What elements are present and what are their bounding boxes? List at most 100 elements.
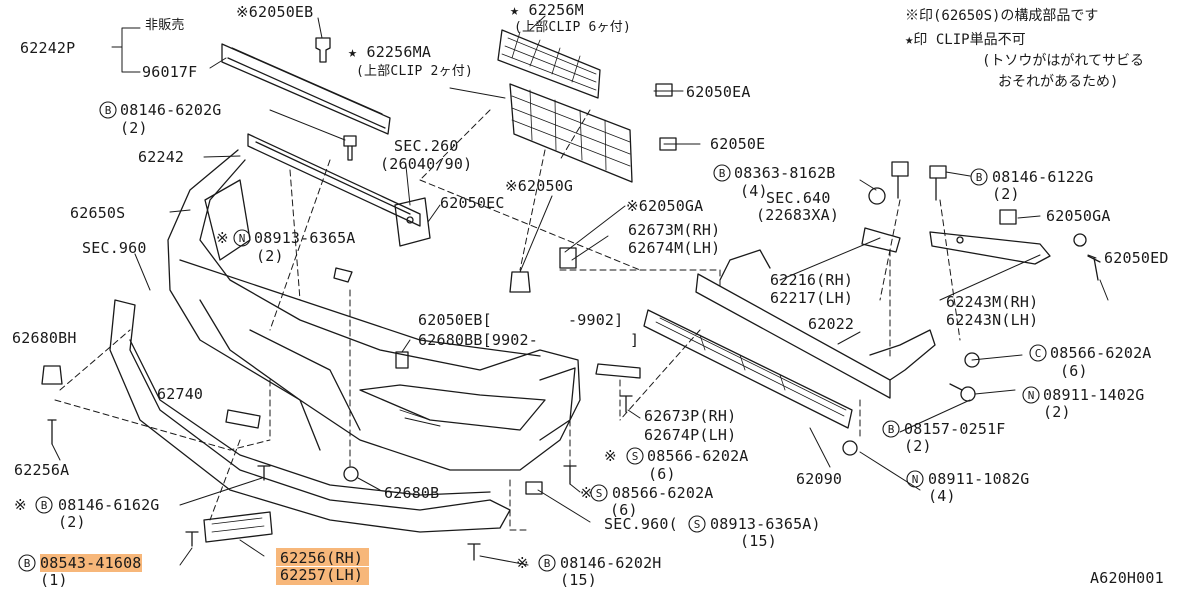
clip-part xyxy=(525,481,543,495)
grille-mesh-lower xyxy=(509,83,633,183)
screw-part xyxy=(1087,255,1101,281)
clip-part xyxy=(559,247,577,269)
label-08566-6202A-a-prefix: ※ xyxy=(604,447,617,465)
label-08146-6202H: 08146-6202H xyxy=(560,554,662,572)
label-62050EA: 62050EA xyxy=(686,83,751,101)
bolt-part xyxy=(929,165,947,201)
label-sec960-bottom: SEC.960( xyxy=(604,515,678,533)
clip-part xyxy=(509,271,531,293)
label-62256A: 62256A xyxy=(14,461,70,479)
svg-text:B: B xyxy=(544,557,551,570)
svg-text:B: B xyxy=(888,423,895,436)
label-08146-6122G: 08146-6122G xyxy=(992,168,1094,186)
svg-text:B: B xyxy=(976,171,983,184)
svg-text:N: N xyxy=(239,232,246,245)
bolt-part xyxy=(619,395,633,413)
label-62217: 62217(LH) xyxy=(770,289,854,307)
label-62674M: 62674M(LH) xyxy=(628,239,721,257)
label-62050GA-mid: ※62050GA xyxy=(626,197,704,215)
label-08911-1082G: 08911-1082G xyxy=(928,470,1030,488)
label-08146-6162G-qty: (2) xyxy=(58,513,86,531)
label-08911-1402G: 08911-1402G xyxy=(1043,386,1145,404)
label-62256-RH: 62256(RH) xyxy=(276,548,370,566)
assembly-dashed-lines xyxy=(54,109,961,531)
label-62022: 62022 xyxy=(808,315,855,333)
label-62256MA-note: (上部CLIP 2ヶ付) xyxy=(356,64,474,79)
label-sec960-left: SEC.960 xyxy=(82,239,147,257)
label-08157-0251F: 08157-0251F xyxy=(904,420,1006,438)
label-08543-41608-qty: (1) xyxy=(40,571,68,589)
bracket-part xyxy=(595,363,641,379)
svg-text:B: B xyxy=(719,167,726,180)
label-62050EB-mid: 62050EB[ xyxy=(418,311,492,329)
upper-member-part xyxy=(247,133,431,247)
label-08913-6365A-prefix: ※ xyxy=(216,229,229,247)
label-08146-6202G-qty: (2) xyxy=(120,119,148,137)
bolt-part xyxy=(343,135,357,161)
label-62216: 62216(RH) xyxy=(770,271,854,289)
nut-part xyxy=(964,352,980,368)
stay-bracket-part xyxy=(861,227,901,253)
svg-text:C: C xyxy=(1035,347,1042,360)
label-62242P: 62242P xyxy=(20,39,76,57)
label-sec260: SEC.260 xyxy=(394,137,459,155)
svg-text:S: S xyxy=(596,487,603,500)
bolt-part xyxy=(891,161,909,199)
svg-text:B: B xyxy=(24,557,31,570)
label-62256MA: ★ 62256MA xyxy=(348,43,432,61)
label-62243N: 62243N(LH) xyxy=(946,311,1039,329)
label-9902-range-a: -9902] xyxy=(568,311,624,329)
label-62257-LH: 62257(LH) xyxy=(276,567,370,585)
label-08913-6365A: 08913-6365A xyxy=(254,229,356,247)
circled-markers xyxy=(18,101,1047,572)
label-08566-6202A-a-qty: (6) xyxy=(648,465,676,483)
bolt-part xyxy=(949,383,976,402)
label-62256M: ★ 62256M xyxy=(510,1,584,19)
label-08566-6202A-b-qty: (6) xyxy=(610,501,638,519)
note-line-3: (トソウがはがれてサビる xyxy=(982,53,1145,69)
svg-text:N: N xyxy=(1028,389,1035,402)
clip-part xyxy=(315,37,331,63)
label-62243M: 62243M(RH) xyxy=(946,293,1039,311)
label-08363-8162B-qty: (4) xyxy=(740,182,768,200)
upper-reinforcement-part xyxy=(221,43,391,135)
nut-part xyxy=(842,440,858,456)
screw-part xyxy=(185,531,199,547)
label-62740: 62740 xyxy=(157,385,204,403)
label-62650S: 62650S xyxy=(70,204,126,222)
label-08911-1082G-qty: (4) xyxy=(928,487,956,505)
bolt-part xyxy=(467,543,481,561)
nut-part xyxy=(868,187,886,205)
label-62050ED: 62050ED xyxy=(1104,249,1169,267)
clip-part xyxy=(1073,233,1087,247)
label-62050EB-top: ※62050EB xyxy=(236,3,314,21)
side-bracket-part xyxy=(929,231,1051,265)
label-08157-0251F-qty: (2) xyxy=(904,437,932,455)
label-08911-1402G-qty: (2) xyxy=(1043,403,1071,421)
clip-part xyxy=(999,209,1017,225)
label-62673P: 62673P(RH) xyxy=(644,407,737,425)
svg-text:N: N xyxy=(912,473,919,486)
label-08543-41608: 08543-41608 xyxy=(40,554,142,572)
clip-part xyxy=(333,267,353,283)
energy-absorber-part xyxy=(643,309,853,429)
label-62050GA-right: 62050GA xyxy=(1046,207,1111,225)
label-08146-6162G: 08146-6162G xyxy=(58,496,160,514)
label-62256M-note: (上部CLIP 6ヶ付) xyxy=(514,20,632,35)
label-62680BH: 62680BH xyxy=(12,329,77,347)
grille-mesh-upper xyxy=(497,29,601,99)
bolt-part xyxy=(257,465,271,481)
nut-part xyxy=(343,466,359,482)
label-08566-6202A-a: 08566-6202A xyxy=(647,447,749,465)
note-line-1: ※印(62650S)の構成部品です xyxy=(905,8,1099,24)
screw-part xyxy=(47,419,57,445)
label-62680B: 62680B xyxy=(384,484,440,502)
label-sec640-sub: (22683XA) xyxy=(756,206,840,224)
bracket-part xyxy=(225,409,261,429)
svg-text:S: S xyxy=(632,450,639,463)
label-62242: 62242 xyxy=(138,148,185,166)
clip-part xyxy=(659,137,677,151)
